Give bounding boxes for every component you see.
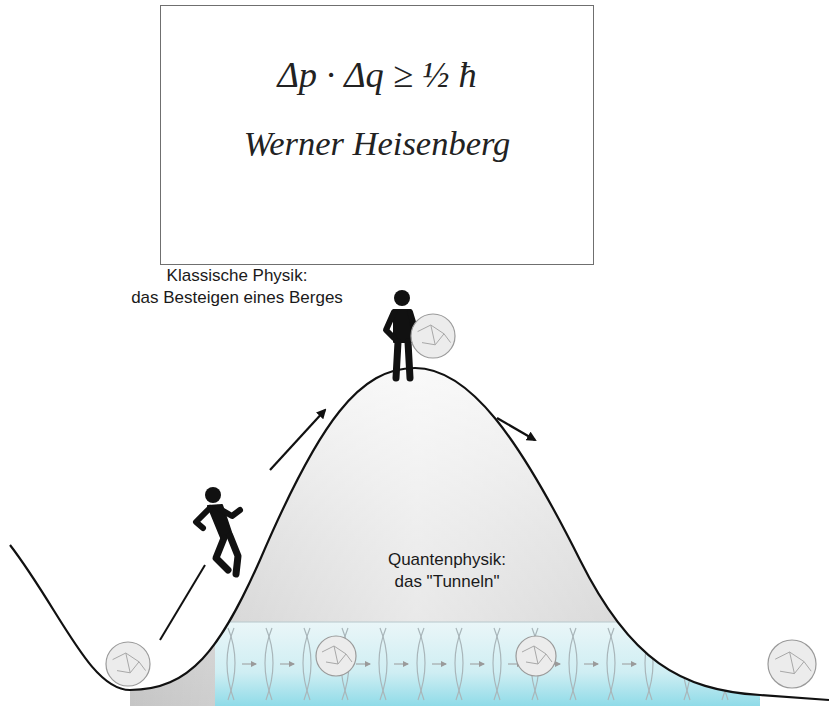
signature-card: Δp · Δq ≥ ½ ħ Werner Heisenberg — [160, 5, 594, 265]
classical-caption: Klassische Physik:das Besteigen eines Be… — [131, 265, 343, 309]
quantum-caption: Quantenphysik:das "Tunneln" — [388, 549, 506, 593]
uncertainty-formula: Δp · Δq ≥ ½ ħ — [161, 54, 593, 96]
signature: Werner Heisenberg — [161, 124, 593, 163]
